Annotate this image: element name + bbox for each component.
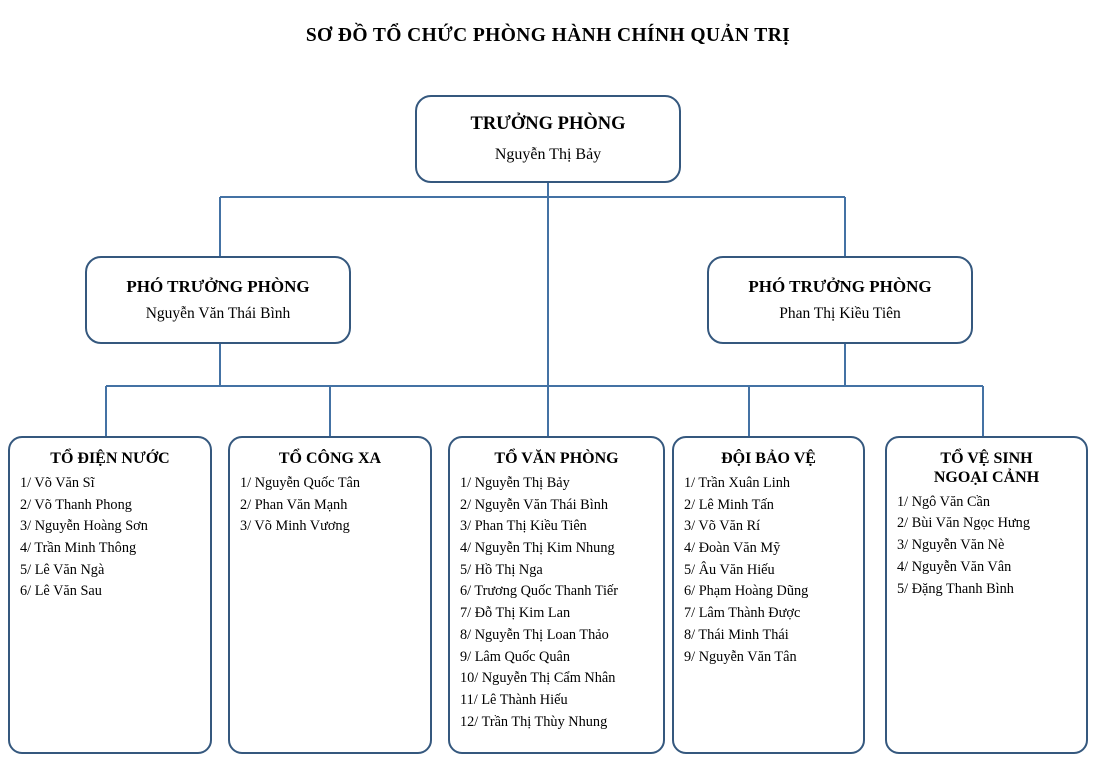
list-item: 4/ Đoàn Văn Mỹ (684, 540, 781, 557)
node-title-line: TỔ ĐIỆN NƯỚC (50, 450, 170, 467)
member-list: 1/ Võ Văn Sĩ 2/ Võ Thanh Phong 3/ Nguyễn… (10, 473, 210, 603)
node-title-line: ĐỘI BẢO VỆ (721, 450, 816, 467)
node-to-van-phong[interactable]: TỔ VĂN PHÒNG 1/ Nguyễn Thị Bảy 2/ Nguyễn… (448, 436, 665, 754)
list-item: 3/ Võ Văn Rí (684, 518, 761, 535)
list-item: 12/ Trần Thị Thùy Nhung (460, 713, 608, 730)
node-to-dien-nuoc[interactable]: TỔ ĐIỆN NƯỚC 1/ Võ Văn Sĩ 2/ Võ Thanh Ph… (8, 436, 212, 754)
member-list: 1/ Nguyễn Quốc Tân 2/ Phan Văn Mạnh 3/ V… (230, 473, 430, 538)
list-item: 4/ Trần Minh Thông (20, 540, 137, 557)
list-item: 7/ Đỗ Thị Kim Lan (460, 605, 571, 622)
node-title: TỔ ĐIỆN NƯỚC (10, 450, 210, 469)
list-item: 10/ Nguyễn Thị Cẩm Nhân (460, 670, 616, 687)
member-list: 1/ Ngô Văn Cần 2/ Bùi Văn Ngọc Hưng 3/ N… (887, 492, 1086, 601)
list-item: 5/ Đặng Thanh Bình (897, 580, 1014, 597)
page-title: SƠ ĐỒ TỔ CHỨC PHÒNG HÀNH CHÍNH QUẢN TRỊ (305, 25, 791, 46)
node-person-name: Phan Thị Kiều Tiên (779, 304, 901, 322)
list-item: 2/ Phan Văn Mạnh (240, 496, 348, 513)
list-item: 3/ Phan Thị Kiều Tiên (460, 518, 587, 535)
list-item: 9/ Nguyễn Văn Tân (684, 648, 797, 665)
node-title-line: TỔ CÔNG XA (278, 450, 382, 467)
member-list: 1/ Trần Xuân Linh 2/ Lê Minh Tấn 3/ Võ V… (674, 473, 863, 668)
list-item: 8/ Thái Minh Thái (684, 626, 789, 643)
list-item: 5/ Lê Văn Ngà (20, 561, 105, 578)
node-title: PHÓ TRƯỞNG PHÒNG (748, 276, 932, 296)
node-title: TỔ VỆ SINH NGOẠI CẢNH (887, 450, 1086, 488)
list-item: 9/ Lâm Quốc Quân (460, 648, 570, 665)
list-item: 1/ Ngô Văn Cần (897, 493, 991, 510)
node-doi-bao-ve[interactable]: ĐỘI BẢO VỆ 1/ Trần Xuân Linh 2/ Lê Minh … (672, 436, 865, 754)
list-item: 2/ Nguyễn Văn Thái Bình (460, 496, 608, 513)
list-item: 1/ Nguyễn Thị Bảy (460, 474, 570, 491)
node-title-line: TỔ VĂN PHÒNG (494, 450, 619, 467)
node-to-ve-sinh-ngoai-canh[interactable]: TỔ VỆ SINH NGOẠI CẢNH 1/ Ngô Văn Cần 2/ … (885, 436, 1088, 754)
list-item: 3/ Nguyễn Hoàng Sơn (20, 518, 148, 535)
list-item: 3/ Võ Minh Vương (240, 518, 350, 535)
node-title: TRƯỞNG PHÒNG (470, 113, 626, 134)
node-title-line: TỔ VỆ SINH (940, 450, 1033, 467)
list-item: 2/ Võ Thanh Phong (20, 496, 132, 513)
list-item: 6/ Phạm Hoàng Dũng (684, 583, 809, 600)
list-item: 5/ Hồ Thị Nga (460, 561, 543, 578)
node-person-name: Nguyễn Văn Thái Bình (145, 304, 291, 322)
list-item: 1/ Võ Văn Sĩ (20, 474, 95, 491)
node-pho-truong-phong-1[interactable]: PHÓ TRƯỞNG PHÒNG Nguyễn Văn Thái Bình (85, 256, 351, 344)
list-item: 11/ Lê Thành Hiếu (460, 692, 568, 709)
member-list: 1/ Nguyễn Thị Bảy 2/ Nguyễn Văn Thái Bìn… (450, 473, 663, 734)
list-item: 1/ Nguyễn Quốc Tân (240, 474, 361, 491)
node-person-name: Nguyễn Thị Bảy (494, 145, 602, 163)
list-item: 6/ Trương Quốc Thanh Tiếr (460, 583, 619, 600)
node-to-cong-xa[interactable]: TỔ CÔNG XA 1/ Nguyễn Quốc Tân 2/ Phan Vă… (228, 436, 432, 754)
list-item: 4/ Nguyễn Văn Vân (897, 558, 1012, 575)
list-item: 2/ Bùi Văn Ngọc Hưng (897, 515, 1030, 532)
list-item: 6/ Lê Văn Sau (20, 583, 102, 600)
node-title-line: NGOẠI CẢNH (933, 468, 1040, 486)
list-item: 1/ Trần Xuân Linh (684, 474, 791, 491)
node-title: TỔ VĂN PHÒNG (450, 450, 663, 469)
node-title: TỔ CÔNG XA (230, 450, 430, 469)
list-item: 7/ Lâm Thành Được (684, 605, 801, 622)
node-pho-truong-phong-2[interactable]: PHÓ TRƯỞNG PHÒNG Phan Thị Kiều Tiên (707, 256, 973, 344)
list-item: 2/ Lê Minh Tấn (684, 496, 774, 513)
node-truong-phong[interactable]: TRƯỞNG PHÒNG Nguyễn Thị Bảy (415, 95, 681, 183)
list-item: 4/ Nguyễn Thị Kim Nhung (460, 540, 615, 557)
node-title: ĐỘI BẢO VỆ (674, 450, 863, 469)
list-item: 5/ Âu Văn Hiếu (684, 561, 775, 578)
list-item: 3/ Nguyễn Văn Nè (897, 537, 1005, 554)
list-item: 8/ Nguyễn Thị Loan Thảo (460, 626, 609, 643)
node-title: PHÓ TRƯỞNG PHÒNG (126, 276, 310, 296)
